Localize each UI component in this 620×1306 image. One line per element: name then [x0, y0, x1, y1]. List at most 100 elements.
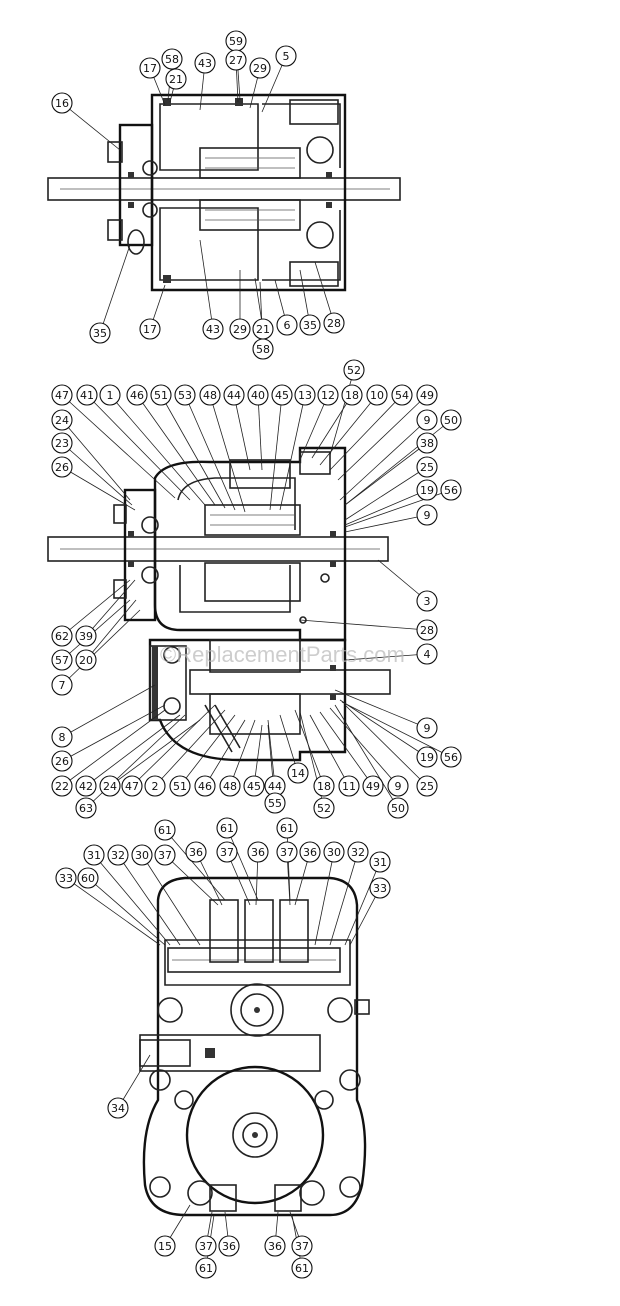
svg-text:18: 18 — [345, 389, 359, 402]
part-callout-25: 25 — [416, 775, 438, 797]
leader-line — [344, 442, 428, 506]
leader-line — [131, 704, 216, 787]
svg-text:9: 9 — [424, 509, 431, 522]
svg-text:35: 35 — [93, 327, 107, 340]
leader-line — [267, 719, 276, 787]
part-callout-51: 51 — [169, 775, 191, 797]
part-callout-6: 6 — [276, 314, 298, 336]
leader-line — [233, 394, 251, 471]
leader-line — [65, 877, 161, 946]
svg-text:40: 40 — [251, 389, 265, 402]
part-callout-36: 36 — [299, 841, 321, 863]
svg-text:47: 47 — [125, 780, 139, 793]
svg-text:45: 45 — [275, 389, 289, 402]
svg-text:25: 25 — [420, 461, 434, 474]
part-callout-58: 58 — [161, 48, 183, 70]
svg-text:8: 8 — [59, 731, 66, 744]
part-callout-28: 28 — [323, 312, 345, 334]
svg-text:14: 14 — [291, 767, 305, 780]
svg-text:46: 46 — [130, 389, 144, 402]
part-callout-33: 33 — [369, 877, 391, 899]
leader-line — [61, 599, 131, 661]
svg-text:34: 34 — [111, 1102, 125, 1115]
svg-text:50: 50 — [391, 802, 405, 815]
leader-line — [229, 719, 256, 787]
svg-text:21: 21 — [169, 73, 183, 86]
svg-text:32: 32 — [111, 849, 125, 862]
part-callout-3: 3 — [416, 590, 438, 612]
part-callout-34: 34 — [107, 1097, 129, 1119]
leader-line — [61, 704, 166, 762]
svg-text:43: 43 — [198, 57, 212, 70]
leader-line — [61, 579, 131, 637]
svg-text:9: 9 — [424, 414, 431, 427]
svg-text:48: 48 — [203, 389, 217, 402]
svg-text:33: 33 — [373, 882, 387, 895]
svg-text:62: 62 — [55, 630, 69, 643]
svg-text:9: 9 — [424, 722, 431, 735]
part-callout-25: 25 — [416, 456, 438, 478]
part-callout-57: 57 — [51, 649, 73, 671]
svg-text:61: 61 — [199, 1262, 213, 1275]
leader-line — [286, 827, 291, 901]
part-callout-17: 17 — [139, 318, 161, 340]
part-callout-5: 5 — [275, 45, 297, 67]
part-callout-9: 9 — [387, 775, 409, 797]
svg-text:36: 36 — [222, 1240, 236, 1253]
part-callout-30: 30 — [323, 841, 345, 863]
svg-text:36: 36 — [251, 846, 265, 859]
part-callout-46: 46 — [194, 775, 216, 797]
svg-text:44: 44 — [227, 389, 241, 402]
part-callout-54: 54 — [391, 384, 413, 406]
svg-text:46: 46 — [198, 780, 212, 793]
part-callout-61: 61 — [276, 817, 298, 839]
part-callout-21: 21 — [252, 318, 274, 340]
svg-text:10: 10 — [370, 389, 384, 402]
leader-line — [61, 442, 133, 506]
svg-text:56: 56 — [444, 484, 458, 497]
leader-line — [154, 709, 226, 787]
svg-text:6: 6 — [284, 319, 291, 332]
svg-text:32: 32 — [351, 846, 365, 859]
top-sectional-view — [47, 93, 401, 292]
svg-text:19: 19 — [420, 751, 434, 764]
part-callout-62: 62 — [51, 625, 73, 647]
svg-text:27: 27 — [229, 54, 243, 67]
part-callout-22: 22 — [51, 775, 73, 797]
svg-text:55: 55 — [268, 797, 282, 810]
leader-line — [377, 559, 428, 602]
leader-line — [319, 711, 374, 787]
part-callout-53: 53 — [174, 384, 196, 406]
svg-text:30: 30 — [327, 846, 341, 859]
part-callout-7: 7 — [51, 674, 73, 696]
part-callout-60: 60 — [77, 867, 99, 889]
part-callout-30: 30 — [131, 844, 153, 866]
part-callout-50: 50 — [440, 409, 462, 431]
part-callout-11: 11 — [338, 775, 360, 797]
part-callout-9: 9 — [416, 504, 438, 526]
part-callout-49: 49 — [362, 775, 384, 797]
svg-text:23: 23 — [55, 437, 69, 450]
part-callout-35: 35 — [89, 322, 111, 344]
svg-text:41: 41 — [80, 389, 94, 402]
svg-text:4: 4 — [424, 648, 431, 661]
part-callout-27: 27 — [225, 49, 247, 71]
part-callout-13: 13 — [294, 384, 316, 406]
svg-text:37: 37 — [158, 849, 172, 862]
svg-text:17: 17 — [143, 62, 157, 75]
part-callout-1: 1 — [99, 384, 121, 406]
part-callout-18: 18 — [341, 384, 363, 406]
part-callout-38: 38 — [416, 432, 438, 454]
svg-text:63: 63 — [79, 802, 93, 815]
part-callout-16: 16 — [51, 92, 73, 114]
leader-line — [329, 394, 403, 471]
leader-line — [329, 707, 399, 787]
part-callout-61: 61 — [195, 1257, 217, 1279]
svg-text:47: 47 — [55, 389, 69, 402]
svg-text:37: 37 — [280, 846, 294, 859]
svg-text:19: 19 — [420, 484, 434, 497]
svg-text:58: 58 — [165, 53, 179, 66]
svg-text:17: 17 — [143, 323, 157, 336]
svg-text:43: 43 — [206, 323, 220, 336]
leader-line — [334, 689, 428, 729]
